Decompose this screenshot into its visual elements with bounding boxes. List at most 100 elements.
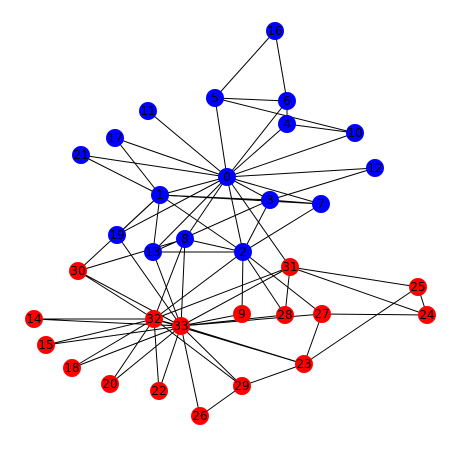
node-label-24: 24 (419, 308, 434, 322)
node-16: 16 (266, 22, 284, 40)
node-27: 27 (313, 305, 331, 323)
edge-15-33 (45, 325, 182, 346)
node-circle-18 (63, 359, 81, 377)
node-23: 23 (295, 355, 313, 373)
edge-28-33 (180, 314, 286, 327)
node-label-6: 6 (283, 94, 291, 108)
node-label-1: 1 (156, 188, 164, 202)
node-circle-6 (278, 92, 296, 110)
node-circle-14 (25, 310, 43, 328)
node-label-30: 30 (70, 264, 85, 278)
node-label-25: 25 (410, 280, 425, 294)
edge-2-9 (241, 251, 244, 315)
node-10: 10 (346, 124, 364, 142)
node-circle-25 (409, 278, 427, 296)
edge-20-32 (109, 318, 155, 385)
edge-26-33 (180, 325, 201, 417)
edge-25-31 (289, 266, 419, 288)
node-label-10: 10 (347, 126, 362, 140)
node-label-28: 28 (277, 308, 292, 322)
node-circle-9 (233, 305, 251, 323)
node-3: 3 (261, 191, 279, 209)
node-7: 7 (312, 195, 330, 213)
edge-0-13 (152, 176, 228, 253)
edge-layer (33, 30, 428, 417)
node-14: 14 (25, 310, 43, 328)
node-5: 5 (206, 89, 224, 107)
edge-5-16 (214, 30, 276, 99)
node-circle-30 (69, 262, 87, 280)
edge-30-33 (77, 270, 182, 327)
node-17: 17 (106, 129, 124, 147)
edge-5-6 (214, 97, 288, 102)
edge-2-27 (242, 251, 323, 315)
edge-18-32 (71, 318, 155, 369)
node-8: 8 (176, 230, 194, 248)
edge-24-27 (321, 313, 428, 316)
node-label-16: 16 (267, 24, 282, 38)
node-circle-8 (176, 230, 194, 248)
edge-29-32 (153, 318, 243, 387)
node-13: 13 (144, 243, 162, 261)
node-circle-19 (108, 226, 126, 244)
edge-8-32 (153, 238, 186, 320)
node-label-18: 18 (64, 361, 79, 375)
edge-22-32 (153, 318, 160, 392)
node-label-32: 32 (146, 312, 161, 326)
node-12: 12 (366, 159, 384, 177)
edge-9-33 (180, 313, 243, 327)
node-21: 21 (72, 146, 90, 164)
edge-2-3 (242, 199, 271, 253)
node-label-12: 12 (367, 161, 382, 175)
node-circle-23 (295, 355, 313, 373)
node-24: 24 (418, 306, 436, 324)
node-22: 22 (150, 382, 168, 400)
edge-23-25 (303, 286, 419, 365)
node-20: 20 (101, 375, 119, 393)
node-29: 29 (233, 377, 251, 395)
edge-22-33 (158, 325, 182, 392)
edge-31-32 (153, 266, 291, 320)
node-0: 0 (218, 168, 236, 186)
node-label-4: 4 (283, 117, 291, 131)
edge-31-33 (180, 266, 291, 327)
edge-0-5 (214, 97, 228, 178)
edge-2-7 (242, 203, 322, 253)
node-label-29: 29 (234, 379, 249, 393)
node-circle-17 (106, 129, 124, 147)
node-label-2: 2 (239, 245, 247, 259)
edge-23-33 (180, 325, 305, 365)
edge-13-33 (152, 251, 182, 327)
edge-1-13 (152, 194, 161, 253)
node-label-9: 9 (238, 307, 246, 321)
node-circle-7 (312, 195, 330, 213)
node-circle-21 (72, 146, 90, 164)
edge-0-17 (114, 137, 228, 178)
edge-3-13 (152, 199, 271, 253)
node-circle-26 (191, 407, 209, 425)
node-label-20: 20 (102, 377, 117, 391)
node-circle-11 (139, 102, 157, 120)
node-label-14: 14 (26, 312, 41, 326)
node-circle-2 (234, 243, 252, 261)
node-circle-13 (144, 243, 162, 261)
node-circle-1 (151, 186, 169, 204)
node-label-3: 3 (266, 193, 274, 207)
node-31: 31 (281, 258, 299, 276)
edge-2-28 (242, 251, 286, 316)
node-circle-0 (218, 168, 236, 186)
node-label-11: 11 (140, 104, 155, 118)
edge-3-12 (269, 167, 376, 201)
edge-0-12 (226, 167, 376, 178)
edge-18-33 (71, 325, 182, 369)
node-1: 1 (151, 186, 169, 204)
node-circle-4 (278, 115, 296, 133)
edge-8-33 (180, 238, 186, 327)
edge-1-7 (159, 194, 322, 205)
node-25: 25 (409, 278, 427, 296)
node-2: 2 (234, 243, 252, 261)
edge-0-10 (226, 132, 356, 178)
node-circle-16 (266, 22, 284, 40)
node-label-0: 0 (223, 170, 231, 184)
